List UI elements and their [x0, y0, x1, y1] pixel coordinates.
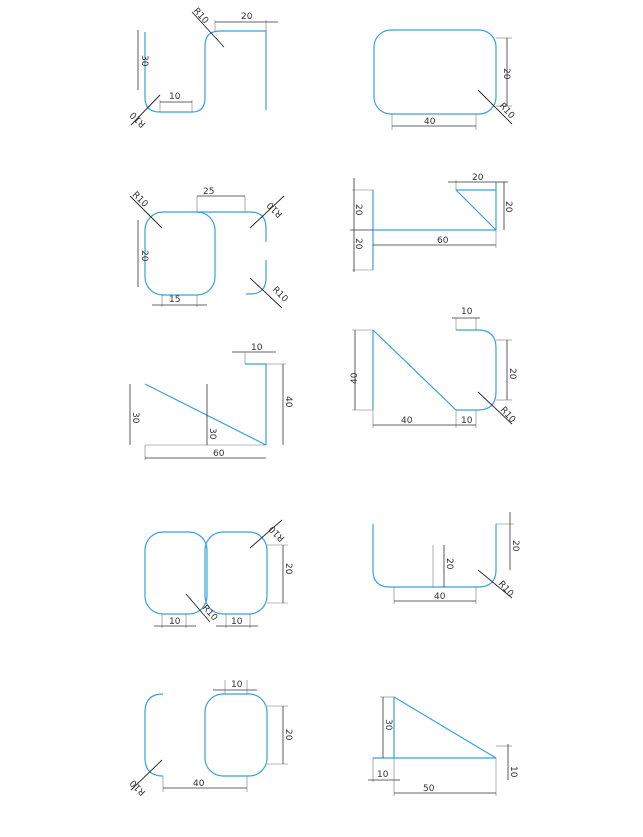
figure-angle-bracket: 20 20 20 20 60 — [350, 173, 513, 272]
dim-label: 20 — [503, 201, 513, 213]
dim-label: 10 — [508, 766, 518, 778]
dim-label: 20 — [353, 238, 363, 250]
dim-label: 10 — [169, 92, 181, 102]
dim-label: 40 — [350, 372, 360, 384]
dim-label: 30 — [139, 55, 149, 67]
dim-label: 20 — [353, 204, 363, 216]
dim-label: 20 — [510, 540, 520, 552]
figure-slope-post: 10 40 30 30 60 — [129, 343, 293, 460]
dim-label: 40 — [424, 117, 436, 127]
dim-label: 20 — [501, 68, 511, 80]
dim-label: 30 — [383, 719, 393, 731]
dim-label: 15 — [169, 295, 180, 305]
dim-label: R10 — [128, 109, 148, 129]
dim-label: 50 — [423, 784, 435, 794]
figure-s-hook: 20 30 10 R10 R10 — [128, 6, 278, 129]
dim-label: 20 — [139, 250, 149, 262]
dim-label: 20 — [283, 729, 293, 741]
dim-label: 10 — [231, 617, 243, 627]
dim-label: 20 — [241, 12, 253, 22]
dim-label: R10 — [265, 199, 285, 219]
dim-label: 30 — [130, 412, 140, 424]
dim-label: R10 — [270, 285, 290, 305]
dim-label: 60 — [213, 449, 225, 459]
dim-label: R10 — [128, 777, 148, 797]
dim-label: R10 — [130, 190, 150, 210]
dim-label: 10 — [231, 680, 243, 690]
dim-label: 10 — [169, 617, 181, 627]
dim-label: R10 — [498, 405, 517, 425]
dim-label: 10 — [377, 770, 389, 780]
dim-label: 40 — [283, 396, 293, 408]
dim-label: 10 — [461, 416, 473, 426]
dim-label: R10 — [267, 523, 287, 543]
dim-label: 40 — [434, 592, 446, 602]
figure-rounded-rect: 20 40 R10 — [373, 29, 516, 130]
dim-label: 40 — [401, 416, 413, 426]
dim-label: R10 — [496, 579, 515, 599]
dim-label: R10 — [191, 6, 210, 26]
dim-label: 25 — [203, 187, 214, 197]
dim-label: 20 — [507, 368, 517, 380]
dim-label: 20 — [472, 173, 484, 183]
dim-label: 20 — [444, 558, 454, 570]
dim-label: 10 — [461, 307, 473, 317]
figure-u-channel: 20 20 40 R10 — [372, 512, 520, 604]
dim-label: 40 — [193, 779, 205, 789]
dim-label: 10 — [251, 343, 263, 353]
figure-c-and-box: 10 20 40 R10 — [128, 680, 293, 797]
figure-diag-hook: 10 40 20 40 10 R10 — [350, 307, 517, 428]
figure-double-box: 20 10 10 R10 R10 — [144, 519, 293, 628]
dim-label: 30 — [207, 428, 217, 440]
figure-two-loops: 25 20 15 R10 R10 R10 — [129, 187, 290, 309]
figure-triangle: 30 10 10 50 — [368, 696, 518, 796]
dim-label: 60 — [437, 236, 449, 246]
dim-label: 20 — [283, 563, 293, 575]
